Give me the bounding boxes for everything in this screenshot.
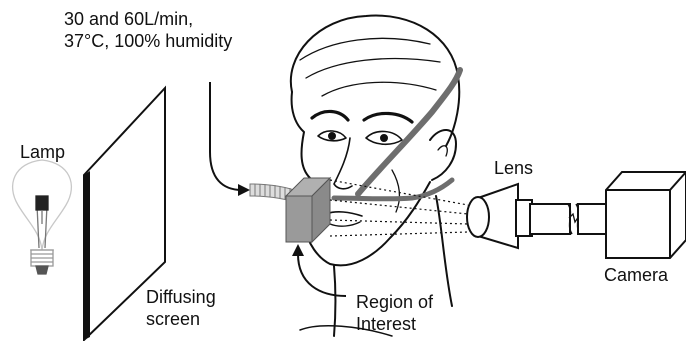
flow-arrow [210,82,250,196]
lamp-icon [13,160,72,274]
roi-pointer-arrow [292,244,346,296]
lens-icon [467,184,570,248]
lamp-label: Lamp [20,142,65,163]
roi-label-line-2: Interest [356,314,416,335]
lens-label: Lens [494,158,533,179]
region-of-interest-box [286,178,330,242]
screen-label-line-1: Diffusing [146,287,216,308]
flow-label-line-2: 37°C, 100% humidity [64,31,232,52]
camera-icon [578,172,686,258]
screen-label-line-2: screen [146,309,200,330]
roi-label-line-1: Region of [356,292,433,313]
camera-label: Camera [604,265,668,286]
flow-label-line-1: 30 and 60L/min, [64,9,193,30]
